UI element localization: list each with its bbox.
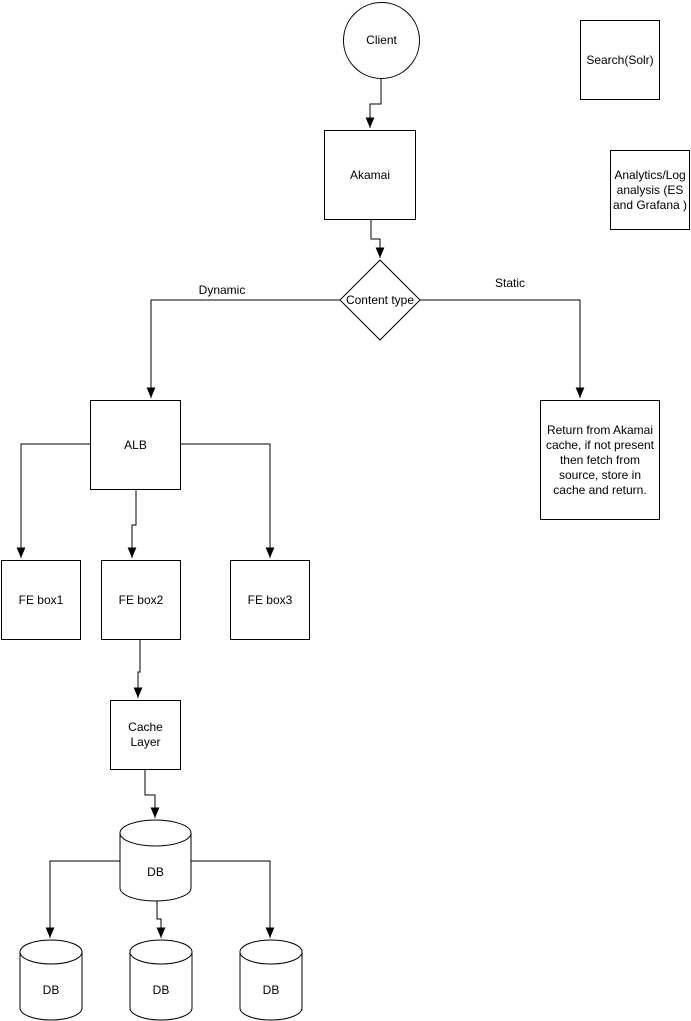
fe-box3-node[interactable]: FE box3 bbox=[230, 560, 310, 640]
analytics-label: Analytics/Log analysis (ES and Grafana ) bbox=[612, 167, 688, 212]
akamai-label: Akamai bbox=[349, 167, 390, 182]
db-main-cylinder[interactable] bbox=[119, 819, 192, 902]
connector-alb-febox2 bbox=[127, 490, 137, 558]
alb-node[interactable]: ALB bbox=[90, 400, 181, 490]
db-replica2-cylinder[interactable] bbox=[129, 939, 193, 1021]
dynamic-edge-label: Dynamic bbox=[198, 283, 246, 297]
fe-box3-label: FE box3 bbox=[247, 592, 293, 607]
client-label: Client bbox=[366, 33, 397, 47]
connector-alb-febox1 bbox=[16, 443, 90, 558]
client-node[interactable]: Client bbox=[343, 2, 420, 79]
fe-box1-node[interactable]: FE box1 bbox=[1, 560, 81, 640]
return-static-label: Return from Akamai cache, if not present… bbox=[545, 422, 655, 497]
connector-dbmain-dbreplica1 bbox=[45, 860, 120, 938]
connector-contenttype-alb bbox=[146, 299, 340, 398]
db-replica3-cylinder[interactable] bbox=[239, 939, 303, 1021]
connector-contenttype-return bbox=[420, 299, 585, 398]
connector-dbmain-dbreplica3 bbox=[191, 860, 275, 938]
connector-akamai-contenttype bbox=[370, 220, 385, 258]
connector-cachelayer-dbmain bbox=[144, 770, 160, 818]
connector-client-akamai bbox=[365, 79, 382, 128]
cache-layer-node[interactable]: Cache Layer bbox=[110, 700, 181, 770]
fe-box1-label: FE box1 bbox=[18, 592, 64, 607]
alb-label: ALB bbox=[124, 437, 147, 452]
search-solr-node[interactable]: Search(Solr) bbox=[580, 20, 660, 100]
return-static-node[interactable]: Return from Akamai cache, if not present… bbox=[540, 400, 660, 520]
akamai-node[interactable]: Akamai bbox=[324, 130, 416, 220]
db-replica1-cylinder[interactable] bbox=[19, 939, 83, 1021]
fe-box2-label: FE box2 bbox=[118, 592, 164, 607]
connector-febox2-cachelayer bbox=[133, 640, 143, 698]
content-type-diamond[interactable] bbox=[339, 259, 421, 341]
connector-alb-febox3 bbox=[181, 443, 275, 558]
search-solr-label: Search(Solr) bbox=[586, 52, 654, 67]
connector-dbmain-dbreplica2 bbox=[156, 901, 166, 938]
cache-layer-label: Cache Layer bbox=[128, 720, 163, 749]
static-edge-label: Static bbox=[494, 276, 525, 290]
fe-box2-node[interactable]: FE box2 bbox=[101, 560, 181, 640]
analytics-node[interactable]: Analytics/Log analysis (ES and Grafana ) bbox=[610, 150, 690, 230]
